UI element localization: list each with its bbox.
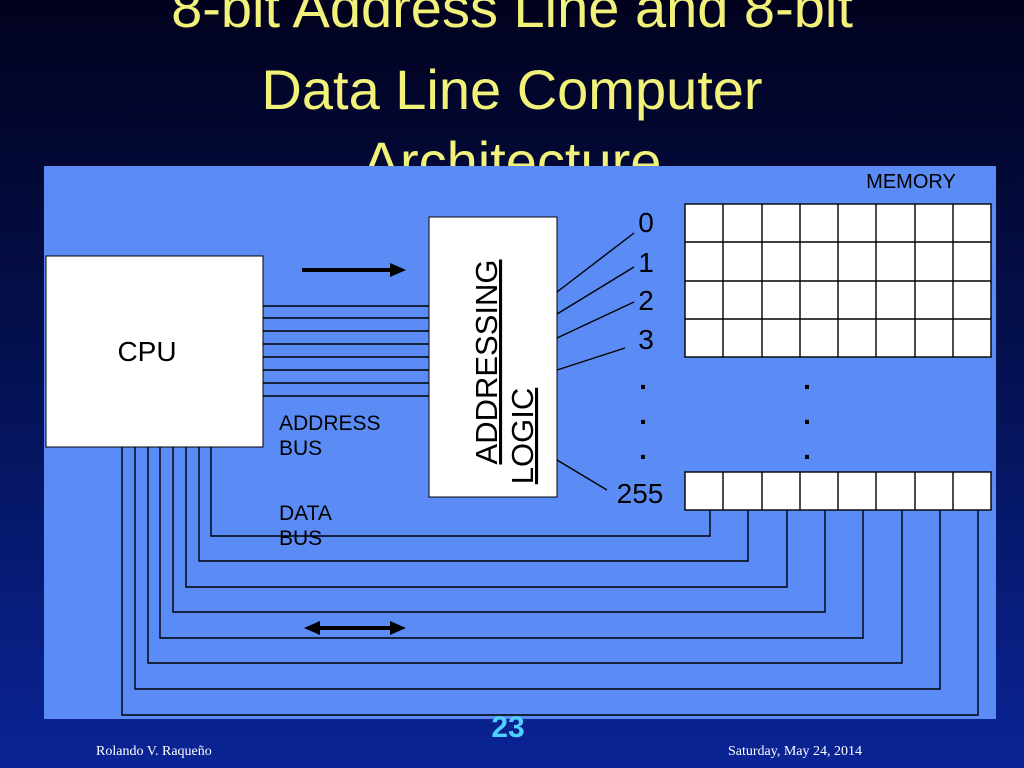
- memory-label: MEMORY: [866, 171, 956, 193]
- slide-title-line-1: 8-bit Address Line and 8-bit: [171, 0, 853, 39]
- address-ellipsis-dot-1: .: [639, 364, 647, 395]
- slide-title-line-2: Data Line Computer: [261, 58, 763, 121]
- page-number: 23: [491, 711, 525, 744]
- address-2: 2: [638, 285, 654, 316]
- address-ellipsis-dot-3: .: [639, 434, 647, 465]
- footer-date: Saturday, May 24, 2014: [728, 744, 863, 759]
- cpu-label: CPU: [117, 336, 176, 367]
- cpu-box: [45, 255, 264, 448]
- address-255: 255: [617, 478, 664, 509]
- address-0: 0: [638, 207, 654, 238]
- address-bus-arrow: [302, 263, 406, 277]
- addressing-logic-box: [428, 216, 558, 498]
- data-bus-bidirectional-arrow: [304, 621, 406, 635]
- addressing-label: ADDRESSING: [469, 260, 504, 465]
- address-3: 3: [638, 324, 654, 355]
- address-select-lines: [556, 232, 635, 491]
- address-bus-label-line-2: BUS: [279, 437, 322, 460]
- memory-grid-top-dividers: [685, 204, 991, 357]
- address-1: 1: [638, 247, 654, 278]
- logic-label: LOGIC: [505, 388, 540, 484]
- address-bus-lines: [263, 305, 429, 397]
- memory-ellipsis-dot-1: .: [803, 364, 811, 395]
- address-ellipsis-dot-2: .: [639, 399, 647, 430]
- data-bus-lines: [121, 447, 979, 716]
- memory-row-255-dividers: [722, 472, 954, 510]
- data-bus-label-line-2: BUS: [279, 527, 322, 550]
- memory-ellipsis-dot-2: .: [803, 399, 811, 430]
- address-bus-label-line-1: ADDRESS: [279, 412, 381, 435]
- memory-ellipsis-dot-3: .: [803, 434, 811, 465]
- data-bus-label-line-1: DATA: [279, 502, 332, 525]
- footer-author: Rolando V. Raqueño: [96, 744, 212, 759]
